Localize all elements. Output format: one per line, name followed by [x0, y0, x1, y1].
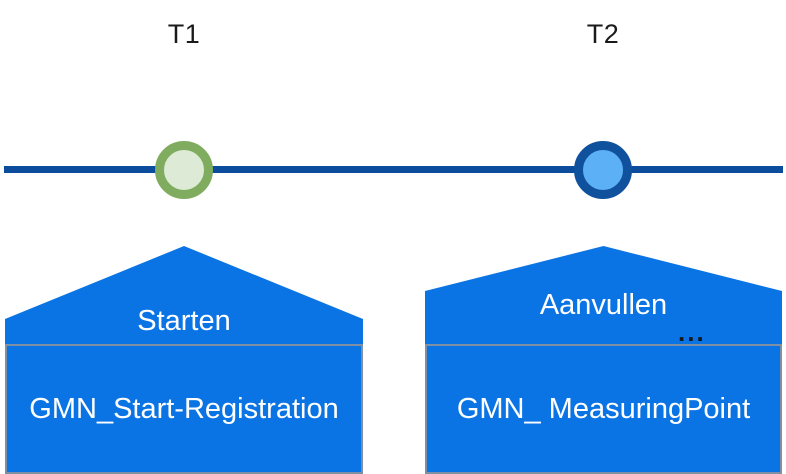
event-supplement-message-label: GMN_ MeasuringPoint [456, 392, 751, 425]
event-supplement-message-box[interactable]: GMN_ MeasuringPoint [425, 344, 782, 474]
timeline-label-t1: T1 [167, 19, 201, 49]
timeline-label-t2: T2 [586, 19, 620, 49]
event-supplement-action-label: Aanvullen [539, 289, 668, 321]
timeline-marker-t1[interactable] [155, 141, 213, 199]
event-start-message-label: GMN_Start-Registration [29, 392, 339, 425]
event-start-action-label: Starten [137, 305, 231, 337]
timeline-axis [4, 166, 783, 173]
event-start[interactable]: Starten GMN_Start-Registration [5, 246, 363, 474]
event-supplement-ellipsis-icon: ... [678, 317, 706, 347]
event-start-message-box[interactable]: GMN_Start-Registration [5, 344, 363, 474]
timeline-marker-t2[interactable] [574, 141, 632, 199]
event-supplement[interactable]: Aanvullen ... GMN_ MeasuringPoint [425, 246, 782, 474]
